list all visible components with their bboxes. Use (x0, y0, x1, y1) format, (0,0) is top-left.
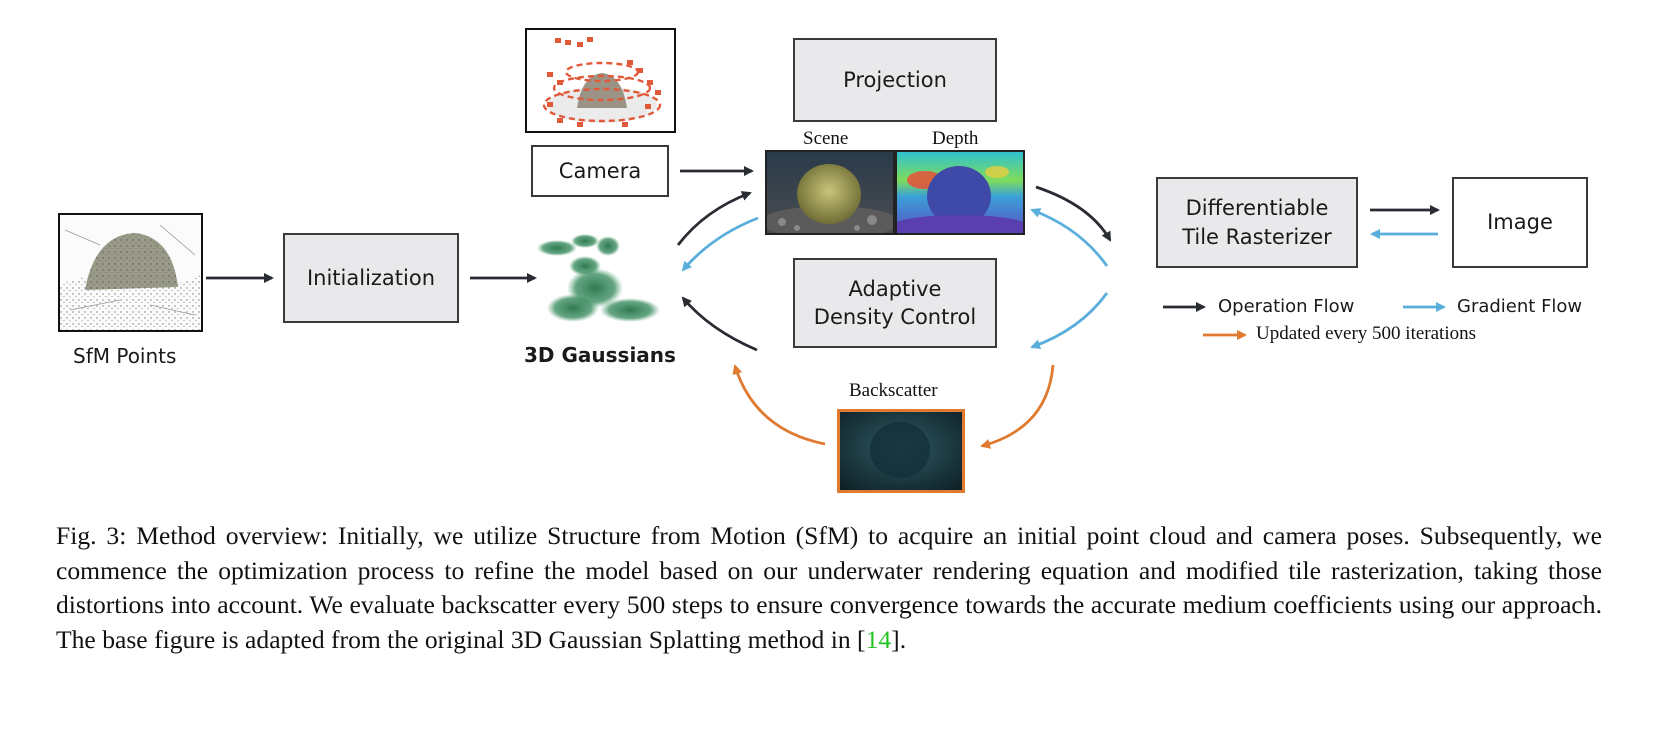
scene-label: Scene (803, 128, 849, 149)
arrow-rasterizer-to-adc-gradient (1030, 292, 1109, 350)
caption-citation[interactable]: 14 (865, 624, 892, 654)
camera-label: Camera (558, 158, 642, 183)
gaussians-image (525, 228, 675, 333)
sfm-points-label: SfM Points (73, 344, 177, 368)
projection-label: Projection (843, 67, 947, 92)
arrow-scene-to-gaussians-gradient (681, 216, 759, 272)
backscatter-image (837, 409, 965, 493)
tile-rasterizer-box: Differentiable Tile Rasterizer (1156, 177, 1358, 268)
caption-text: Fig. 3: Method overview: Initially, we u… (56, 521, 1602, 654)
arrow-adc-to-gaussians (681, 296, 758, 352)
backscatter-label: Backscatter (849, 380, 938, 401)
legend-gradient-flow: Gradient Flow (1457, 296, 1583, 317)
rasterizer-label-line2: Tile Rasterizer (1182, 224, 1332, 249)
scene-render-image (765, 150, 895, 235)
method-overview-figure: SfM Points Initialization 3D Gaussians (58, 28, 1588, 493)
camera-box: Camera (531, 145, 669, 197)
arrow-backscatter-to-gaussians-update (732, 364, 826, 446)
depth-label: Depth (932, 128, 979, 149)
image-label: Image (1487, 210, 1553, 235)
adaptive-label-line1: Adaptive (848, 276, 942, 301)
arrow-depth-to-rasterizer (1035, 185, 1112, 242)
flow-arrows (206, 166, 1446, 449)
adaptive-density-control-box: Adaptive Density Control (793, 258, 997, 348)
caption-end: ]. (891, 624, 907, 654)
initialization-label: Initialization (306, 265, 436, 290)
rasterizer-label-line1: Differentiable (1185, 196, 1329, 221)
initialization-box: Initialization (283, 233, 459, 323)
figure-caption: Fig. 3: Method overview: Initially, we u… (56, 519, 1602, 657)
legend-operation-flow: Operation Flow (1218, 296, 1355, 317)
sfm-points-image (58, 213, 203, 332)
projection-box: Projection (793, 38, 997, 122)
depth-map-image (895, 150, 1025, 235)
arrow-rasterizer-to-depth-gradient (1030, 208, 1109, 267)
legend-updated: Updated every 500 iterations (1256, 323, 1477, 344)
arrow-rasterizer-to-backscatter-update (980, 364, 1055, 449)
gaussians-label: 3D Gaussians (524, 343, 676, 367)
arrow-gaussians-to-scene (676, 191, 752, 246)
image-box: Image (1452, 177, 1588, 268)
adaptive-label-line2: Density Control (813, 305, 977, 329)
camera-trajectory-image (525, 28, 676, 133)
